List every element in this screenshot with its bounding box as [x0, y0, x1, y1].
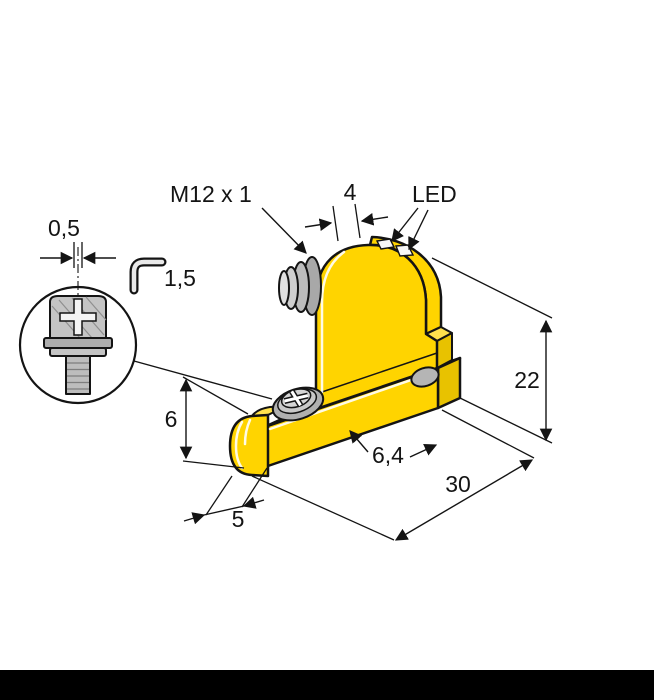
slot-length-label: 6,4 — [372, 442, 404, 468]
dim-led: LED — [391, 181, 457, 251]
hex-key-size-label: 1,5 — [164, 265, 196, 291]
screw-detail-view — [18, 247, 138, 405]
footer-bar — [0, 670, 654, 700]
hex-key-icon-highlight — [131, 259, 165, 293]
connector-end-face — [278, 270, 290, 306]
height-label: 22 — [514, 367, 540, 393]
detail-leader-line — [133, 360, 273, 400]
dim-slot-length-6-4: 6,4 — [349, 430, 438, 468]
dim-bracket-height-6: 6 — [165, 376, 249, 469]
dim-end-cap-width-5: 5 — [183, 467, 268, 532]
slot-end-stud — [410, 366, 440, 388]
sensor-body — [314, 235, 453, 411]
end-cap-highlight — [234, 420, 244, 470]
bracket-screw — [271, 386, 325, 422]
dim-slot-width: 0,5 — [40, 215, 116, 268]
end-cap-width-label: 5 — [232, 506, 245, 532]
sensor-base-parting-line — [315, 352, 438, 395]
thread-size-label: M12 x 1 — [170, 181, 252, 207]
bracket-length-label: 30 — [445, 471, 471, 497]
screw-washer-large — [43, 337, 113, 349]
screw-washer-small — [49, 347, 107, 357]
dim-slot-width-label: 0,5 — [48, 215, 80, 241]
hex-key-note: 1,5 — [129, 257, 196, 295]
dim-thread: M12 x 1 — [170, 181, 307, 254]
screw-cross-recess — [59, 298, 97, 336]
dim-top-width: 4 — [304, 179, 389, 242]
dim-bracket-length-30: 30 — [251, 409, 535, 541]
screw-shank — [65, 355, 91, 395]
led-label: LED — [412, 181, 457, 207]
end-cap-highlight-2 — [243, 418, 252, 446]
led-window-1 — [375, 238, 396, 250]
m12-connector — [278, 256, 322, 316]
top-width-label: 4 — [344, 179, 357, 205]
bracket-height-label: 6 — [165, 406, 178, 432]
hex-key-icon — [129, 257, 167, 295]
dim-height-22: 22 — [431, 257, 553, 444]
screw-thread-lines — [67, 362, 89, 390]
dome-highlight — [320, 250, 346, 394]
bracket-screw-cross-recess — [283, 389, 309, 407]
